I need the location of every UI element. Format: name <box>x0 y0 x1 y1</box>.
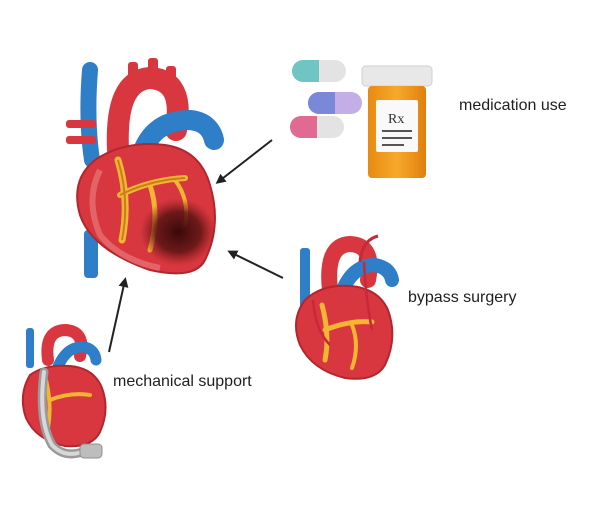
mechanical-support-heart-icon <box>21 323 107 459</box>
arrow-bypass <box>227 250 284 279</box>
prescription-bottle-icon: Rx <box>361 65 433 178</box>
rx-symbol: Rx <box>388 112 404 127</box>
label-mechanical-support: mechanical support <box>113 373 252 390</box>
pill-capsules-icon <box>290 60 362 138</box>
damaged-heart-icon <box>66 58 224 278</box>
arrow-mechanical <box>108 277 129 353</box>
bypass-heart-icon <box>295 234 399 380</box>
label-bypass-surgery: bypass surgery <box>408 289 517 306</box>
label-medication-use: medication use <box>459 97 567 114</box>
arrow-medication <box>215 139 273 184</box>
